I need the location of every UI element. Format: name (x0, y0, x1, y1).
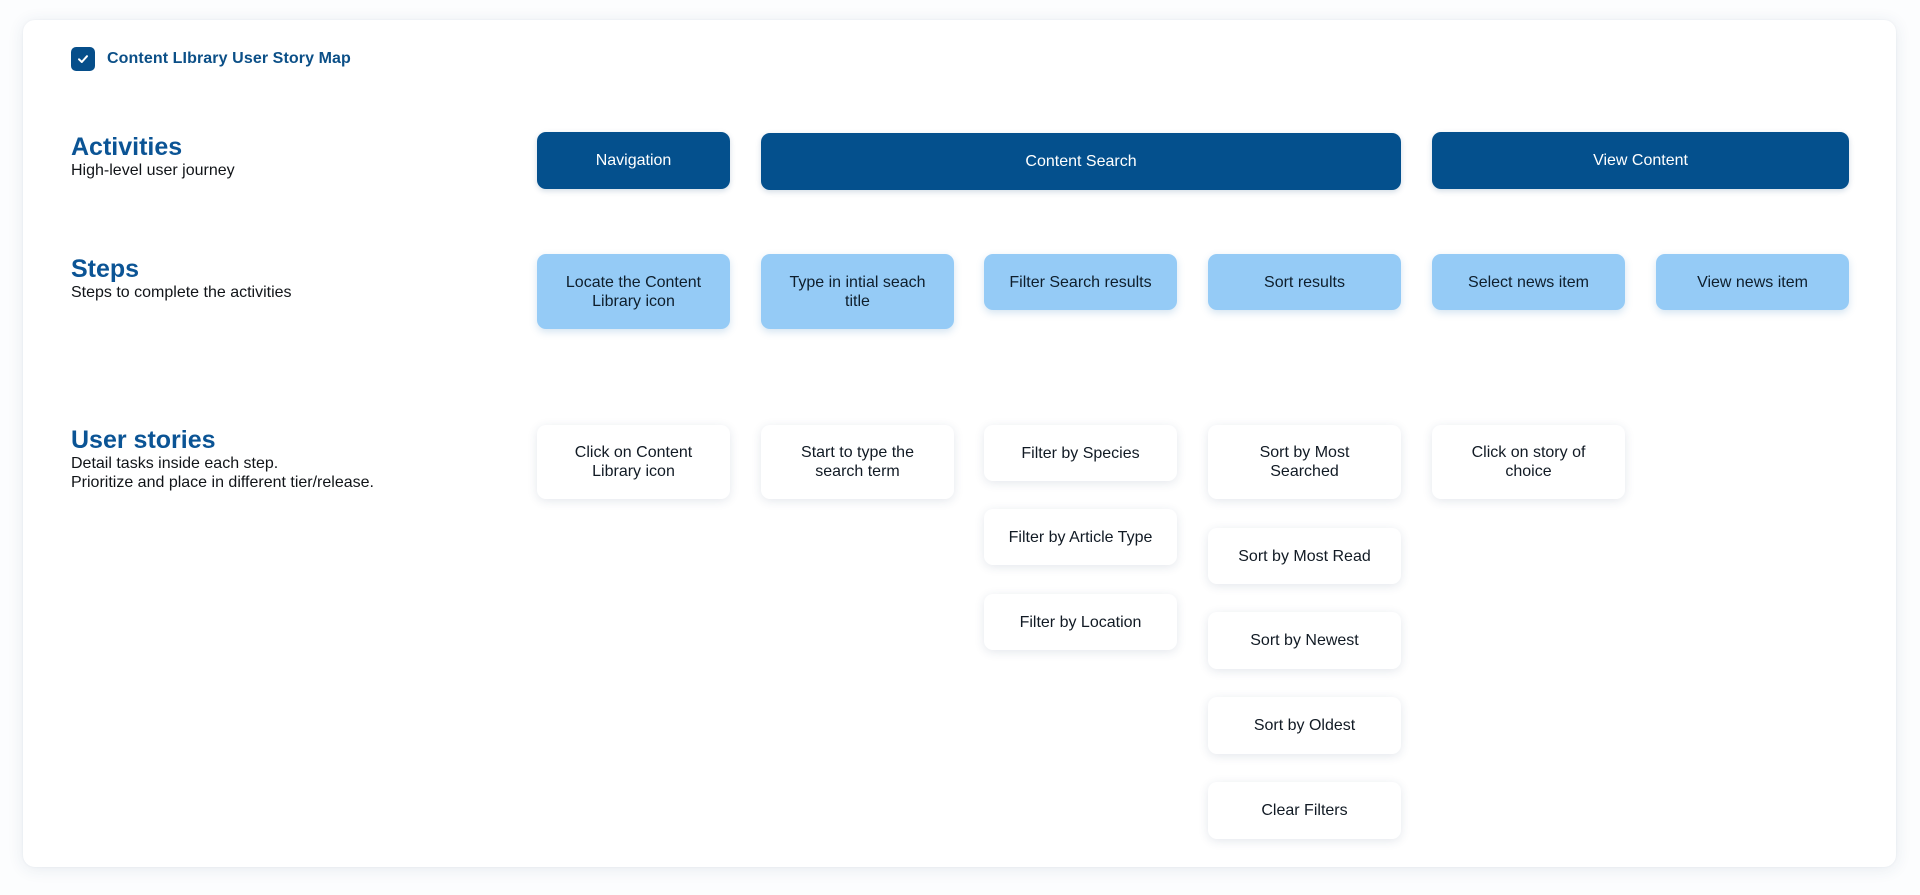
story-card[interactable]: Filter by Article Type (984, 509, 1177, 565)
activities-title: Activities (71, 133, 183, 161)
activity-card-navigation[interactable]: Navigation (537, 132, 730, 189)
step-card-select-news[interactable]: Select news item (1432, 254, 1625, 310)
map-header: Content LIbrary User Story Map (71, 47, 351, 71)
activity-card-content-search[interactable]: Content Search (761, 133, 1401, 190)
steps-desc: Steps to complete the activities (71, 284, 292, 301)
map-title: Content LIbrary User Story Map (107, 50, 351, 67)
story-card[interactable]: Sort by Most Searched (1208, 425, 1401, 499)
step-card-locate-icon[interactable]: Locate the Content Library icon (537, 254, 730, 329)
step-card-view-news[interactable]: View news item (1656, 254, 1849, 310)
story-card[interactable]: Start to type the search term (761, 425, 954, 499)
story-card[interactable]: Click on story of choice (1432, 425, 1625, 499)
story-card[interactable]: Filter by Location (984, 594, 1177, 650)
activities-desc: High-level user journey (71, 162, 235, 179)
story-card[interactable]: Click on Content Library icon (537, 425, 730, 499)
steps-label: Steps Steps to complete the activities (71, 255, 292, 302)
step-card-filter-results[interactable]: Filter Search results (984, 254, 1177, 310)
story-card[interactable]: Sort by Most Read (1208, 528, 1401, 584)
checkbox-checked-icon[interactable] (71, 47, 95, 71)
activities-label: Activities High-level user journey (71, 133, 235, 180)
story-card[interactable]: Clear Filters (1208, 782, 1401, 839)
story-card[interactable]: Sort by Oldest (1208, 697, 1401, 754)
activity-card-view-content[interactable]: View Content (1432, 132, 1849, 189)
user-stories-title: User stories (71, 426, 216, 454)
step-card-type-search[interactable]: Type in intial seach title (761, 254, 954, 329)
user-stories-desc-line1: Detail tasks inside each step. (71, 455, 279, 472)
steps-title: Steps (71, 255, 140, 283)
story-card[interactable]: Filter by Species (984, 425, 1177, 481)
step-card-sort-results[interactable]: Sort results (1208, 254, 1401, 310)
user-stories-label: User stories Detail tasks inside each st… (71, 426, 374, 492)
story-card[interactable]: Sort by Newest (1208, 612, 1401, 669)
user-stories-desc-line2: Prioritize and place in different tier/r… (71, 474, 374, 491)
